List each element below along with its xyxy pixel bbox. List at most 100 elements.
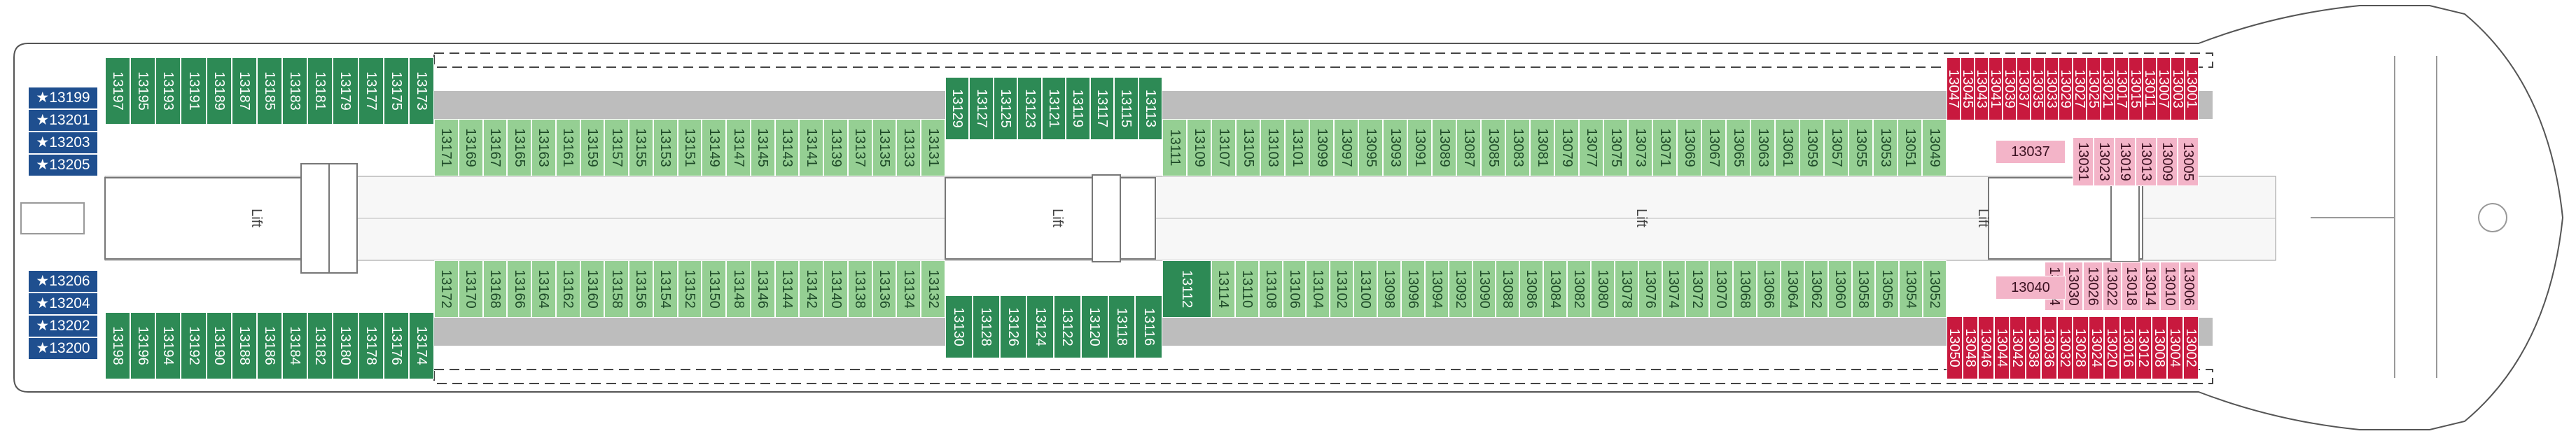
cabin-13128[interactable]: 13128 [972, 295, 1000, 358]
cabin-13094[interactable]: 13094 [1424, 260, 1449, 318]
cabin-13079[interactable]: 13079 [1554, 119, 1579, 176]
cabin-13135[interactable]: 13135 [872, 119, 897, 176]
cabin-13119[interactable]: 13119 [1066, 77, 1090, 140]
cabin-13097[interactable]: 13097 [1334, 119, 1358, 176]
cabin-13082[interactable]: 13082 [1567, 260, 1591, 318]
cabin-13111[interactable]: 13111 [1162, 119, 1187, 176]
cabin-13175[interactable]: 13175 [383, 57, 409, 125]
cabin-13190[interactable]: 13190 [206, 312, 232, 379]
cabin-13052[interactable]: 13052 [1923, 260, 1947, 318]
cabin-13203[interactable]: ★13203 [28, 132, 98, 154]
cabin-13106[interactable]: 13106 [1282, 260, 1307, 318]
cabin-13059[interactable]: 13059 [1799, 119, 1824, 176]
cabin-13172[interactable]: 13172 [434, 260, 459, 318]
cabin-13205[interactable]: ★13205 [28, 154, 98, 176]
cabin-13198[interactable]: 13198 [105, 312, 131, 379]
cabin-13029[interactable]: 13029 [2059, 57, 2073, 120]
cabin-13161[interactable]: 13161 [555, 119, 580, 176]
cabin-13099[interactable]: 13099 [1309, 119, 1334, 176]
cabin-13075[interactable]: 13075 [1603, 119, 1628, 176]
cabin-13131[interactable]: 13131 [921, 119, 945, 176]
cabin-13117[interactable]: 13117 [1089, 77, 1115, 140]
cabin-13069[interactable]: 13069 [1677, 119, 1701, 176]
cabin-13054[interactable]: 13054 [1899, 260, 1923, 318]
cabin-13137[interactable]: 13137 [847, 119, 872, 176]
cabin-13153[interactable]: 13153 [653, 119, 678, 176]
cabin-13003[interactable]: 13003 [2171, 57, 2185, 120]
cabin-13048[interactable]: 13048 [1962, 316, 1978, 379]
cabin-13194[interactable]: 13194 [155, 312, 181, 379]
cabin-13055[interactable]: 13055 [1849, 119, 1873, 176]
cabin-13184[interactable]: 13184 [282, 312, 308, 379]
cabin-13076[interactable]: 13076 [1638, 260, 1662, 318]
cabin-13132[interactable]: 13132 [921, 260, 945, 318]
cabin-13046[interactable]: 13046 [1978, 316, 1994, 379]
cabin-13145[interactable]: 13145 [750, 119, 775, 176]
cabin-13147[interactable]: 13147 [726, 119, 751, 176]
cabin-13114[interactable]: 13114 [1211, 260, 1235, 318]
cabin-13104[interactable]: 13104 [1306, 260, 1330, 318]
cabin-13140[interactable]: 13140 [823, 260, 848, 318]
cabin-13122[interactable]: 13122 [1054, 295, 1081, 358]
cabin-13107[interactable]: 13107 [1211, 119, 1236, 176]
cabin-13206[interactable]: ★13206 [28, 270, 98, 293]
cabin-13158[interactable]: 13158 [604, 260, 629, 318]
cabin-13173[interactable]: 13173 [408, 57, 434, 125]
cabin-13192[interactable]: 13192 [181, 312, 207, 379]
cabin-13098[interactable]: 13098 [1377, 260, 1401, 318]
cabin-13056[interactable]: 13056 [1875, 260, 1900, 318]
cabin-13166[interactable]: 13166 [507, 260, 532, 318]
cabin-13155[interactable]: 13155 [629, 119, 653, 176]
cabin-13068[interactable]: 13068 [1733, 260, 1757, 318]
cabin-13120[interactable]: 13120 [1080, 295, 1108, 358]
cabin-13102[interactable]: 13102 [1330, 260, 1354, 318]
cabin-13129[interactable]: 13129 [945, 77, 970, 140]
cabin-13109[interactable]: 13109 [1187, 119, 1211, 176]
cabin-13047[interactable]: 13047 [1947, 57, 1961, 120]
cabin-13200[interactable]: ★13200 [28, 337, 98, 360]
cabin-13108[interactable]: 13108 [1258, 260, 1283, 318]
cabin-13116[interactable]: 13116 [1135, 295, 1162, 358]
cabin-13183[interactable]: 13183 [282, 57, 308, 125]
cabin-13085[interactable]: 13085 [1481, 119, 1505, 176]
cabin-13185[interactable]: 13185 [256, 57, 283, 125]
cabin-13063[interactable]: 13063 [1750, 119, 1775, 176]
cabin-13123[interactable]: 13123 [1017, 77, 1042, 140]
cabin-13002[interactable]: 13002 [2182, 316, 2199, 379]
cabin-13004[interactable]: 13004 [2167, 316, 2183, 379]
cabin-13177[interactable]: 13177 [358, 57, 384, 125]
cabin-13186[interactable]: 13186 [256, 312, 283, 379]
cabin-13008[interactable]: 13008 [2151, 316, 2167, 379]
cabin-13143[interactable]: 13143 [774, 119, 800, 176]
cabin-13160[interactable]: 13160 [580, 260, 605, 318]
cabin-13101[interactable]: 13101 [1285, 119, 1309, 176]
cabin-13013[interactable]: 13013 [2136, 137, 2157, 186]
cabin-13083[interactable]: 13083 [1505, 119, 1530, 176]
cabin-13199[interactable]: ★13199 [28, 87, 98, 109]
cabin-13023[interactable]: 13023 [2094, 137, 2115, 186]
cabin-13090[interactable]: 13090 [1472, 260, 1496, 318]
cabin-13157[interactable]: 13157 [604, 119, 629, 176]
cabin-13187[interactable]: 13187 [231, 57, 257, 125]
cabin-13195[interactable]: 13195 [130, 57, 156, 125]
cabin-13030[interactable]: 13030 [2063, 262, 2083, 311]
cabin-13074[interactable]: 13074 [1662, 260, 1686, 318]
cabin-13093[interactable]: 13093 [1383, 119, 1407, 176]
cabin-13152[interactable]: 13152 [677, 260, 702, 318]
cabin-13193[interactable]: 13193 [155, 57, 181, 125]
cabin-13141[interactable]: 13141 [799, 119, 824, 176]
cabin-13071[interactable]: 13071 [1652, 119, 1677, 176]
cabin-13151[interactable]: 13151 [677, 119, 702, 176]
cabin-13021[interactable]: 13021 [2101, 57, 2115, 120]
cabin-13096[interactable]: 13096 [1400, 260, 1425, 318]
cabin-13162[interactable]: 13162 [555, 260, 580, 318]
cabin-13042[interactable]: 13042 [2010, 316, 2026, 379]
cabin-13124[interactable]: 13124 [1026, 295, 1054, 358]
cabin-13060[interactable]: 13060 [1827, 260, 1852, 318]
cabin-13121[interactable]: 13121 [1041, 77, 1066, 140]
cabin-13018[interactable]: 13018 [2122, 262, 2141, 311]
cabin-13110[interactable]: 13110 [1234, 260, 1259, 318]
cabin-13089[interactable]: 13089 [1432, 119, 1456, 176]
cabin-13105[interactable]: 13105 [1236, 119, 1260, 176]
cabin-13170[interactable]: 13170 [458, 260, 483, 318]
